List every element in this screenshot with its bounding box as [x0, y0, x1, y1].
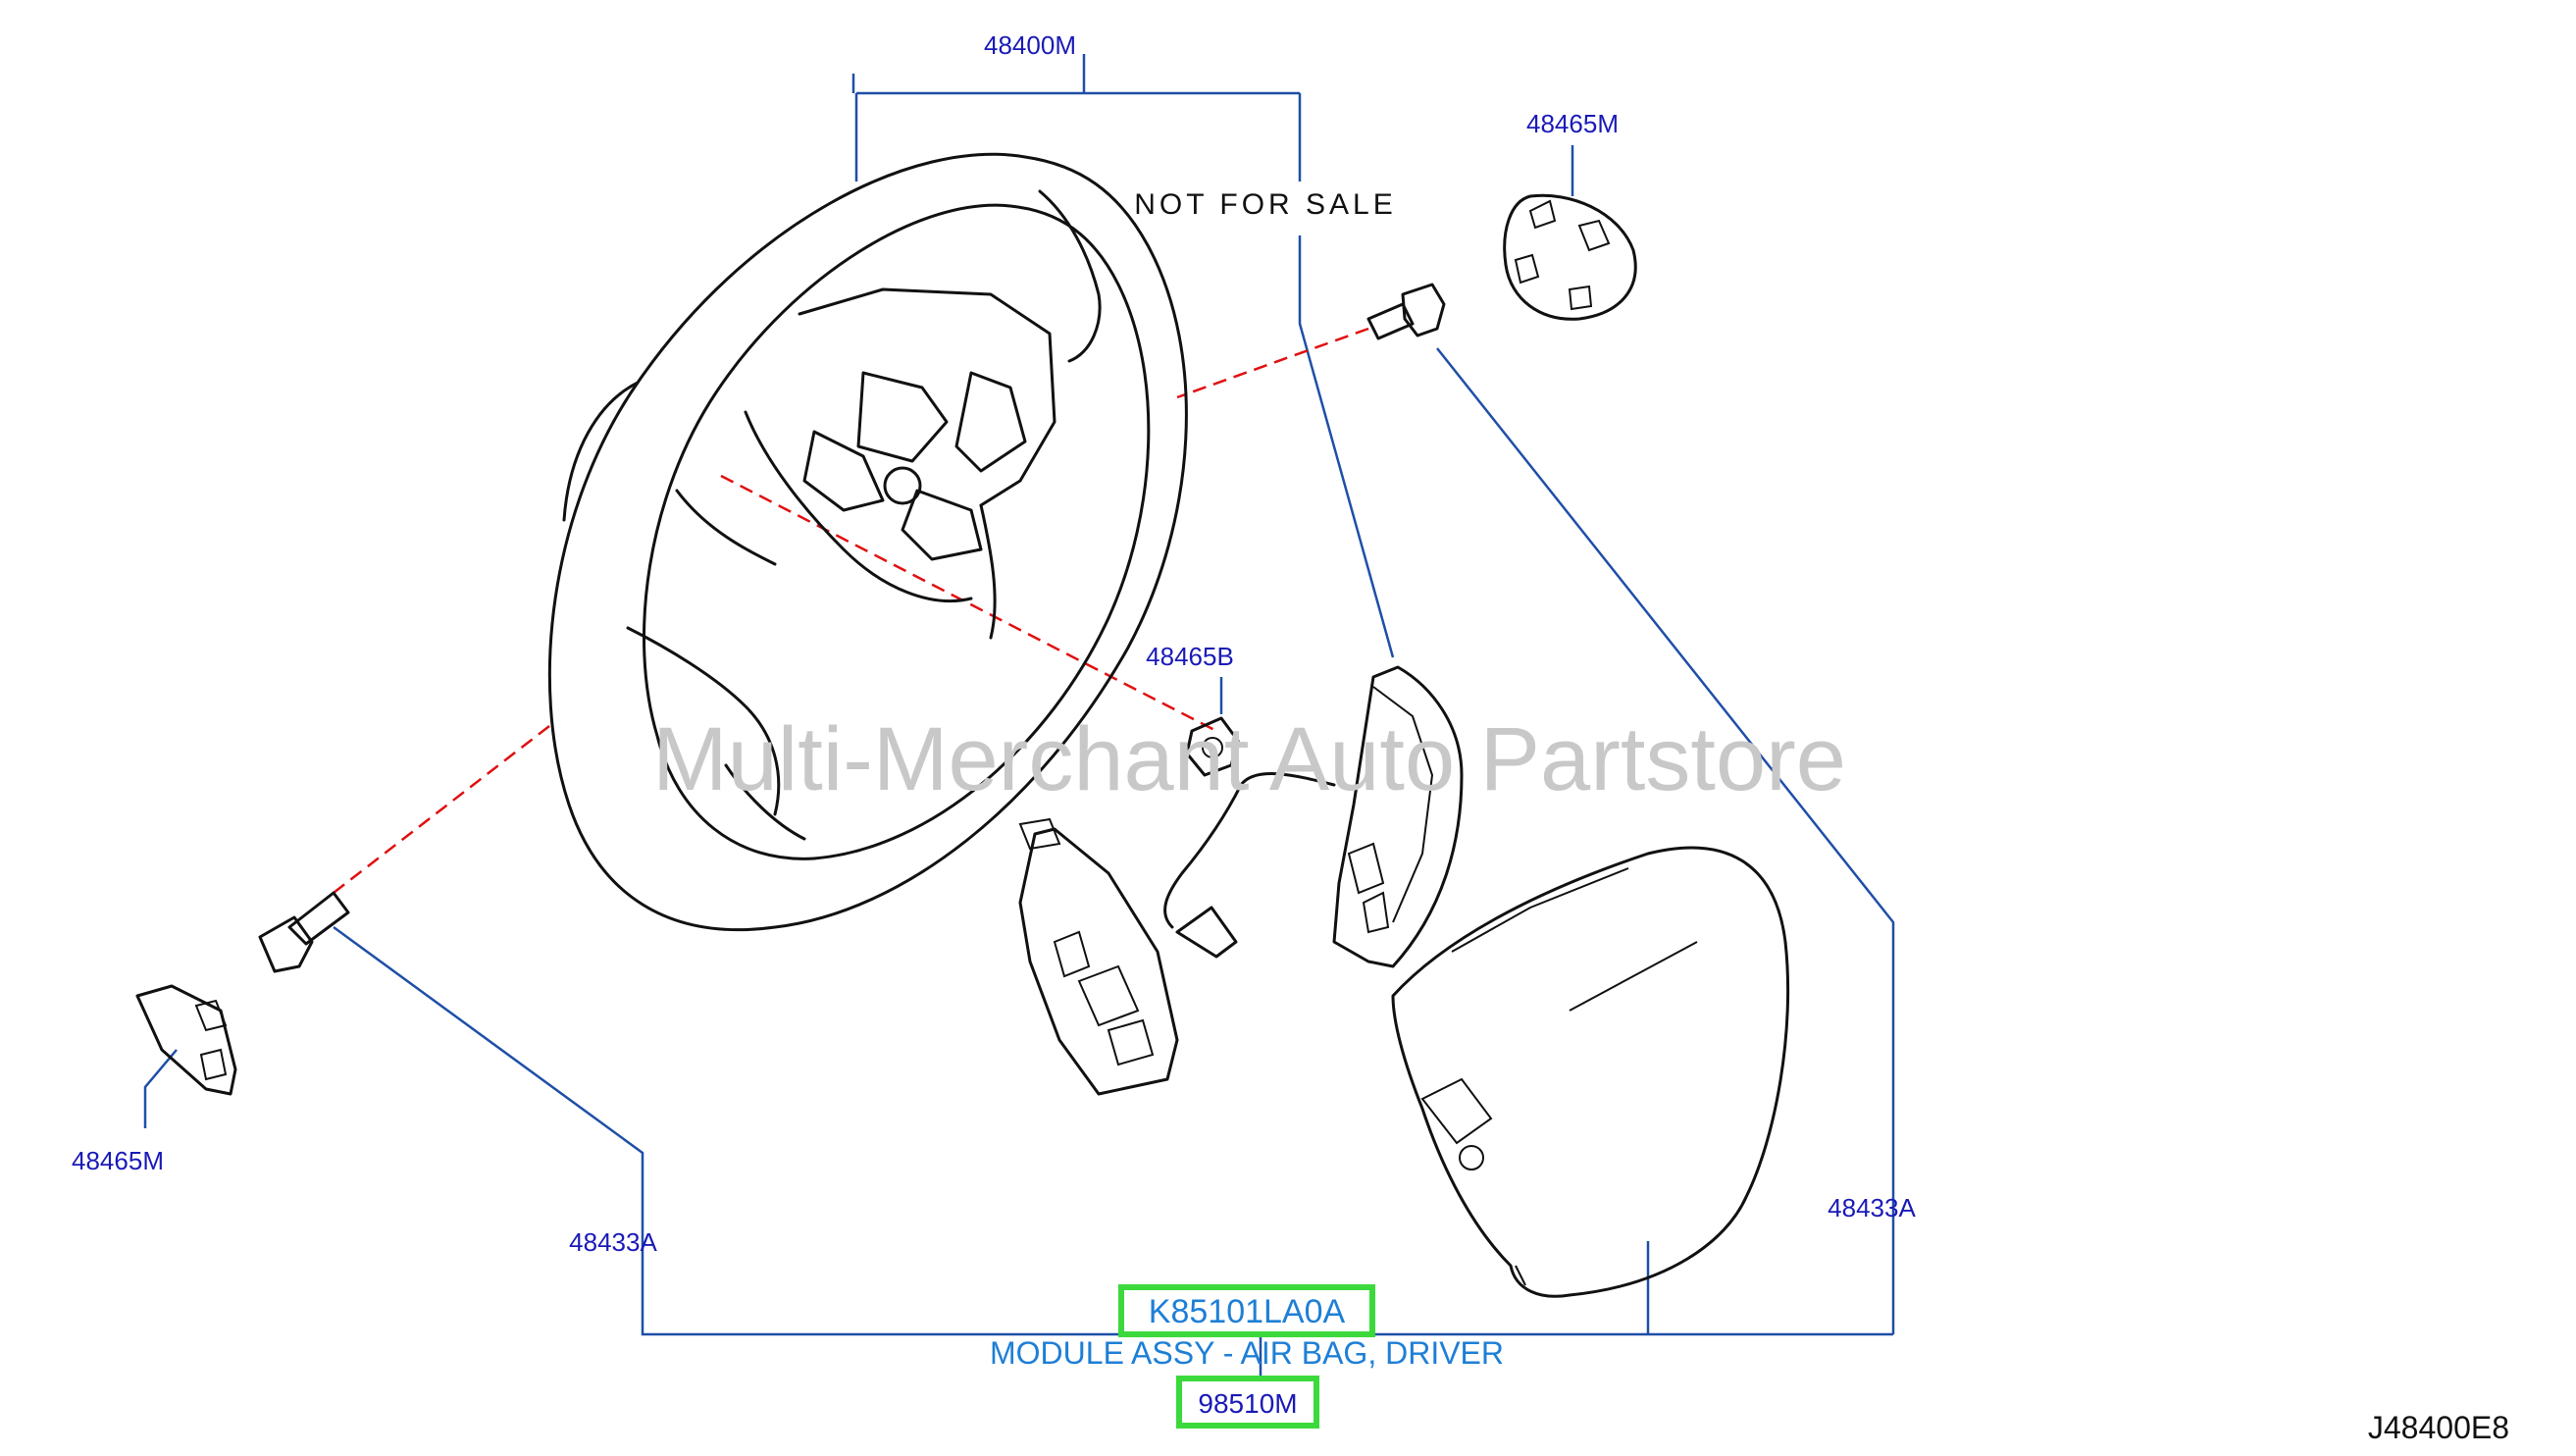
airbag-module: [1391, 846, 1790, 1298]
clip-top-right: [1503, 193, 1637, 321]
nut: [1185, 716, 1240, 777]
sub-number[interactable]: 98510M: [1198, 1388, 1297, 1419]
label-48400m: 48400M: [984, 30, 1076, 60]
bolt-left: [258, 891, 350, 973]
label-48465b: 48465B: [1146, 642, 1234, 671]
steering-wheel: [547, 152, 1188, 932]
label-48433a-right: 48433A: [1828, 1193, 1916, 1222]
assembly-dash-lines: [333, 327, 1369, 894]
part-description: MODULE ASSY - AIR BAG, DRIVER: [990, 1335, 1504, 1371]
part-number-highlight: [1118, 1284, 1375, 1337]
not-for-sale-label: NOT FOR SALE: [1134, 188, 1397, 221]
label-48465m-left: 48465M: [72, 1146, 164, 1175]
sub-number-highlight: [1176, 1376, 1319, 1429]
diagram-reference: J48400E8: [2368, 1410, 2509, 1445]
label-48433a-left: 48433A: [569, 1227, 657, 1257]
clip-left: [135, 984, 237, 1096]
part-number[interactable]: K85101LA0A: [1149, 1293, 1346, 1330]
switch-assembly-right: [1163, 665, 1464, 968]
bolt-top-right: [1366, 283, 1446, 340]
switch-assembly-left: [1018, 817, 1238, 1096]
label-48465m-top: 48465M: [1526, 109, 1619, 138]
watermark: Multi-Merchant Auto Partstore: [652, 709, 1846, 809]
